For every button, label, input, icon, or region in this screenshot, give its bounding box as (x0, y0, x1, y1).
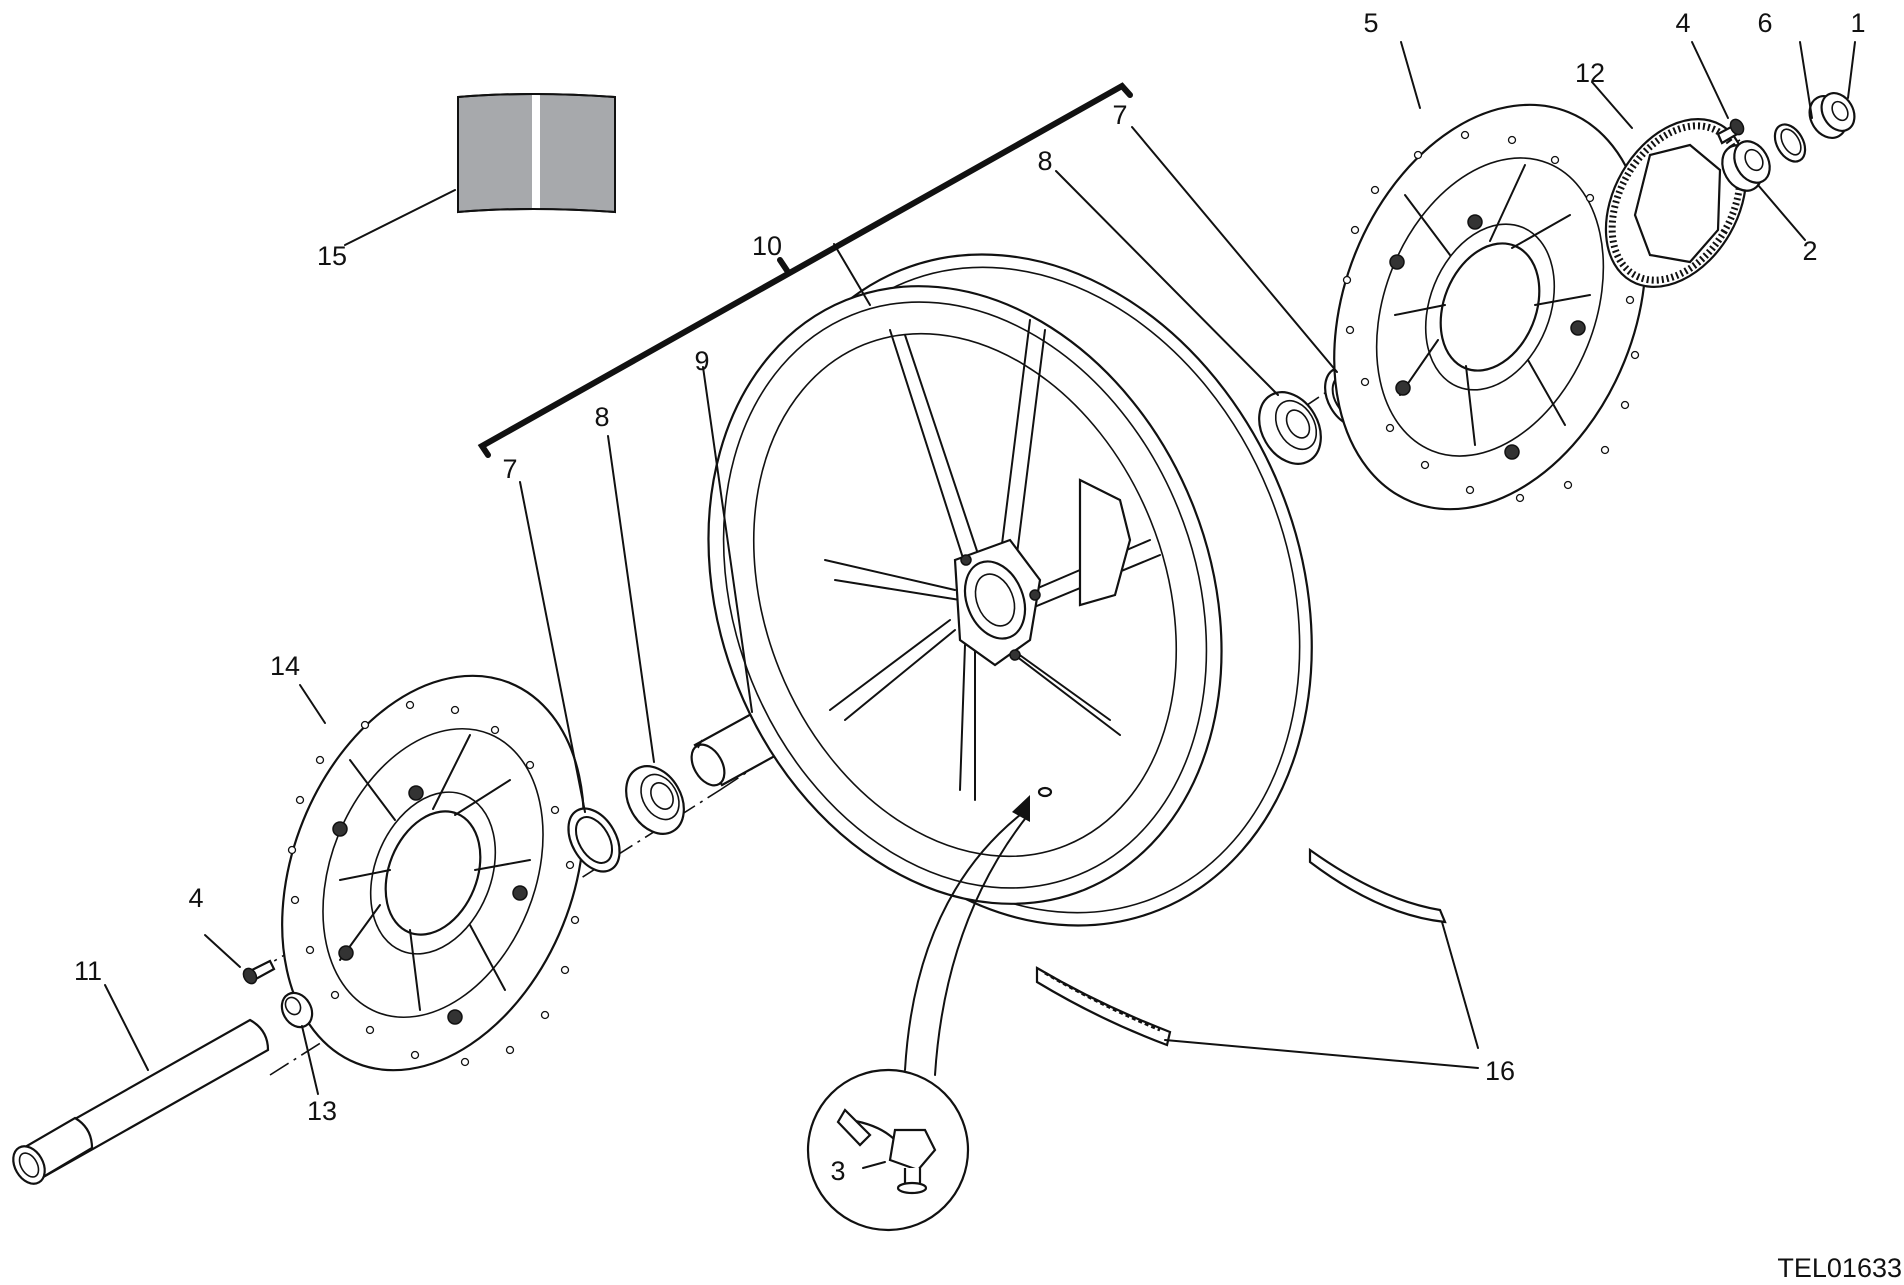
bolt-right-part-4 (1716, 118, 1745, 145)
callout-2: 2 (1802, 236, 1817, 266)
callout-8-left: 8 (594, 402, 609, 432)
axle-part-11 (12, 1018, 270, 1185)
callout-14: 14 (270, 651, 300, 681)
tire-valve-part-3 (806, 1068, 970, 1232)
wheel-hub (953, 478, 1132, 667)
callout-7-right: 7 (1112, 100, 1127, 130)
callout-13: 13 (307, 1096, 337, 1126)
bearing-right-part-8 (1258, 391, 1322, 465)
tone-ring-part-12 (1604, 118, 1748, 288)
rim-stickers-part-16 (1035, 847, 1447, 1047)
callout-7-left: 7 (502, 454, 517, 484)
nut-part-13 (280, 991, 314, 1029)
callout-9: 9 (694, 346, 709, 376)
drawing-code: TEL01633 (1777, 1253, 1902, 1283)
callout-4-right: 4 (1675, 8, 1690, 38)
assembly-bracket (477, 82, 1133, 458)
callout-4-left: 4 (188, 883, 203, 913)
valve-detail-arrow-2 (934, 814, 1029, 1076)
brake-pad-sticker-part-15 (457, 93, 616, 214)
spacer-nut-part-2 (1721, 140, 1771, 192)
callout-1: 1 (1850, 8, 1865, 38)
wheel-rim-part-10 (707, 253, 1313, 927)
ring-part-6 (1773, 123, 1807, 163)
callout-15: 15 (317, 241, 347, 271)
brake-disc-left-part-14 (281, 674, 585, 1072)
callout-3: 3 (830, 1156, 845, 1186)
valve-detail-arrow (904, 814, 1021, 1071)
axle-nut-part-1 (1808, 92, 1856, 139)
callout-8-right: 8 (1037, 146, 1052, 176)
callout-5: 5 (1363, 8, 1378, 38)
bearing-left-part-8 (625, 765, 685, 835)
callout-16: 16 (1485, 1056, 1515, 1086)
callout-6: 6 (1757, 8, 1772, 38)
brake-disc-right-part-5 (1333, 103, 1647, 511)
callout-10: 10 (752, 231, 782, 261)
bolt-left-part-4 (242, 959, 276, 985)
seal-left-part-7 (567, 807, 621, 873)
leader-lines (104, 41, 1856, 1169)
arrow-head (1012, 795, 1030, 822)
callout-11: 11 (74, 956, 102, 986)
callout-12: 12 (1575, 58, 1605, 88)
